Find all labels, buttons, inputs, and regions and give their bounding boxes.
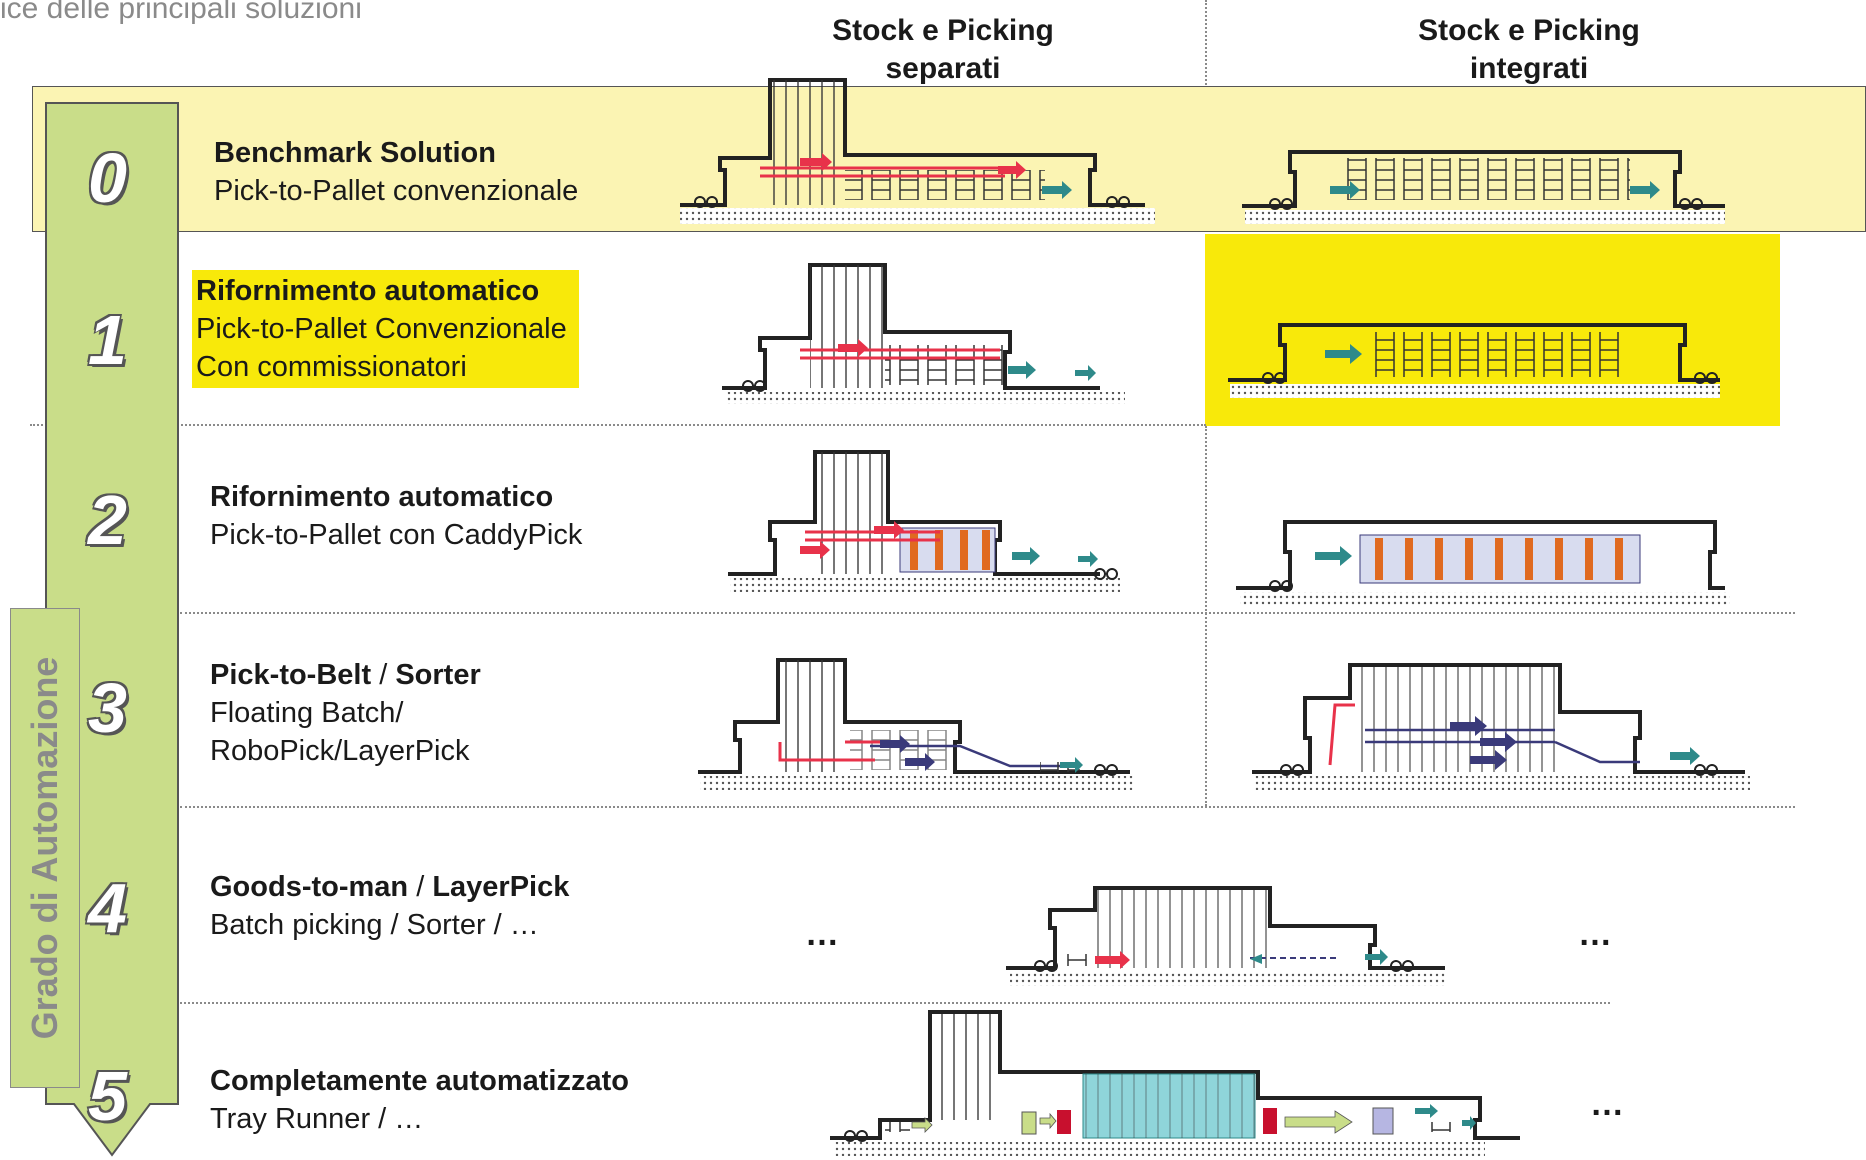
level-2-line: Pick-to-Pallet con CaddyPick — [210, 519, 583, 551]
diagram-level-0-integrati — [1242, 150, 1725, 224]
page-title: ice delle principali soluzioni — [0, 0, 362, 25]
level-0-title: Benchmark Solution — [214, 137, 496, 169]
level-3-line-1: Floating Batch/ — [210, 697, 404, 729]
level-1-line-2: Con commissionatori — [196, 351, 467, 383]
row-divider-3 — [180, 806, 1795, 808]
row-divider-2 — [180, 612, 1795, 614]
level-number-3: 3 — [88, 669, 127, 747]
level-number-1: 1 — [88, 301, 127, 379]
level-3-title-b: Sorter — [395, 659, 481, 691]
level-4-title-a: Goods-to-man — [210, 871, 409, 903]
level-4-label: Goods-to-man / LayerPick Batch picking /… — [210, 868, 569, 944]
level-2-label: Rifornimento automatico Pick-to-Pallet c… — [210, 478, 582, 554]
level-4-title-b: LayerPick — [432, 871, 570, 903]
level-1-label: Rifornimento automatico Pick-to-Pallet C… — [192, 270, 579, 388]
level-5-line: Tray Runner / … — [210, 1103, 424, 1135]
level-number-4: 4 — [88, 869, 127, 947]
ellipsis-level-4-integrati: … — [1578, 915, 1612, 953]
level-3-label: Pick-to-Belt / Sorter Floating Batch/ Ro… — [210, 656, 481, 770]
level-0-line: Pick-to-Pallet convenzionale — [214, 175, 579, 207]
diagram-level-1-integrati — [1228, 323, 1720, 398]
diagram-level-2-integrati — [1236, 520, 1730, 606]
diagram-level-3-integrati — [1252, 663, 1750, 790]
level-number-2: 2 — [88, 481, 127, 559]
level-5-label: Completamente automatizzato Tray Runner … — [210, 1062, 629, 1138]
level-number-0: 0 — [88, 139, 127, 217]
diagram-level-4 — [1006, 886, 1445, 986]
level-3-title-a: Pick-to-Belt — [210, 659, 372, 691]
diagram-level-0-separati — [680, 78, 1155, 224]
diagram-level-1-separati — [722, 263, 1125, 404]
level-0-label: Benchmark Solution Pick-to-Pallet conven… — [214, 134, 578, 210]
level-2-title: Rifornimento automatico — [210, 481, 554, 513]
level-3-line-2: RoboPick/LayerPick — [210, 735, 470, 767]
level-5-title: Completamente automatizzato — [210, 1065, 629, 1097]
diagram-level-5 — [830, 1010, 1520, 1156]
automation-axis-label: Grado di Automazione — [10, 608, 80, 1088]
column-divider-top — [1205, 0, 1207, 85]
column-divider — [1205, 426, 1207, 806]
ellipsis-level-5-integrati: … — [1590, 1085, 1624, 1123]
level-1-title: Rifornimento automatico — [196, 275, 540, 307]
row-divider-4 — [180, 1002, 1610, 1004]
column-header-integrati: Stock e Picking integrati — [1418, 14, 1640, 85]
row-divider-1 — [30, 424, 1206, 426]
column-header-separati: Stock e Picking separati — [832, 14, 1054, 85]
level-number-5: 5 — [88, 1057, 127, 1135]
ellipsis-level-4-separati: … — [805, 915, 839, 953]
level-4-line: Batch picking / Sorter / … — [210, 909, 539, 941]
level-1-line-1: Pick-to-Pallet Convenzionale — [196, 313, 567, 345]
diagram-level-3-separati — [698, 658, 1135, 790]
diagram-level-2-separati — [728, 450, 1120, 592]
